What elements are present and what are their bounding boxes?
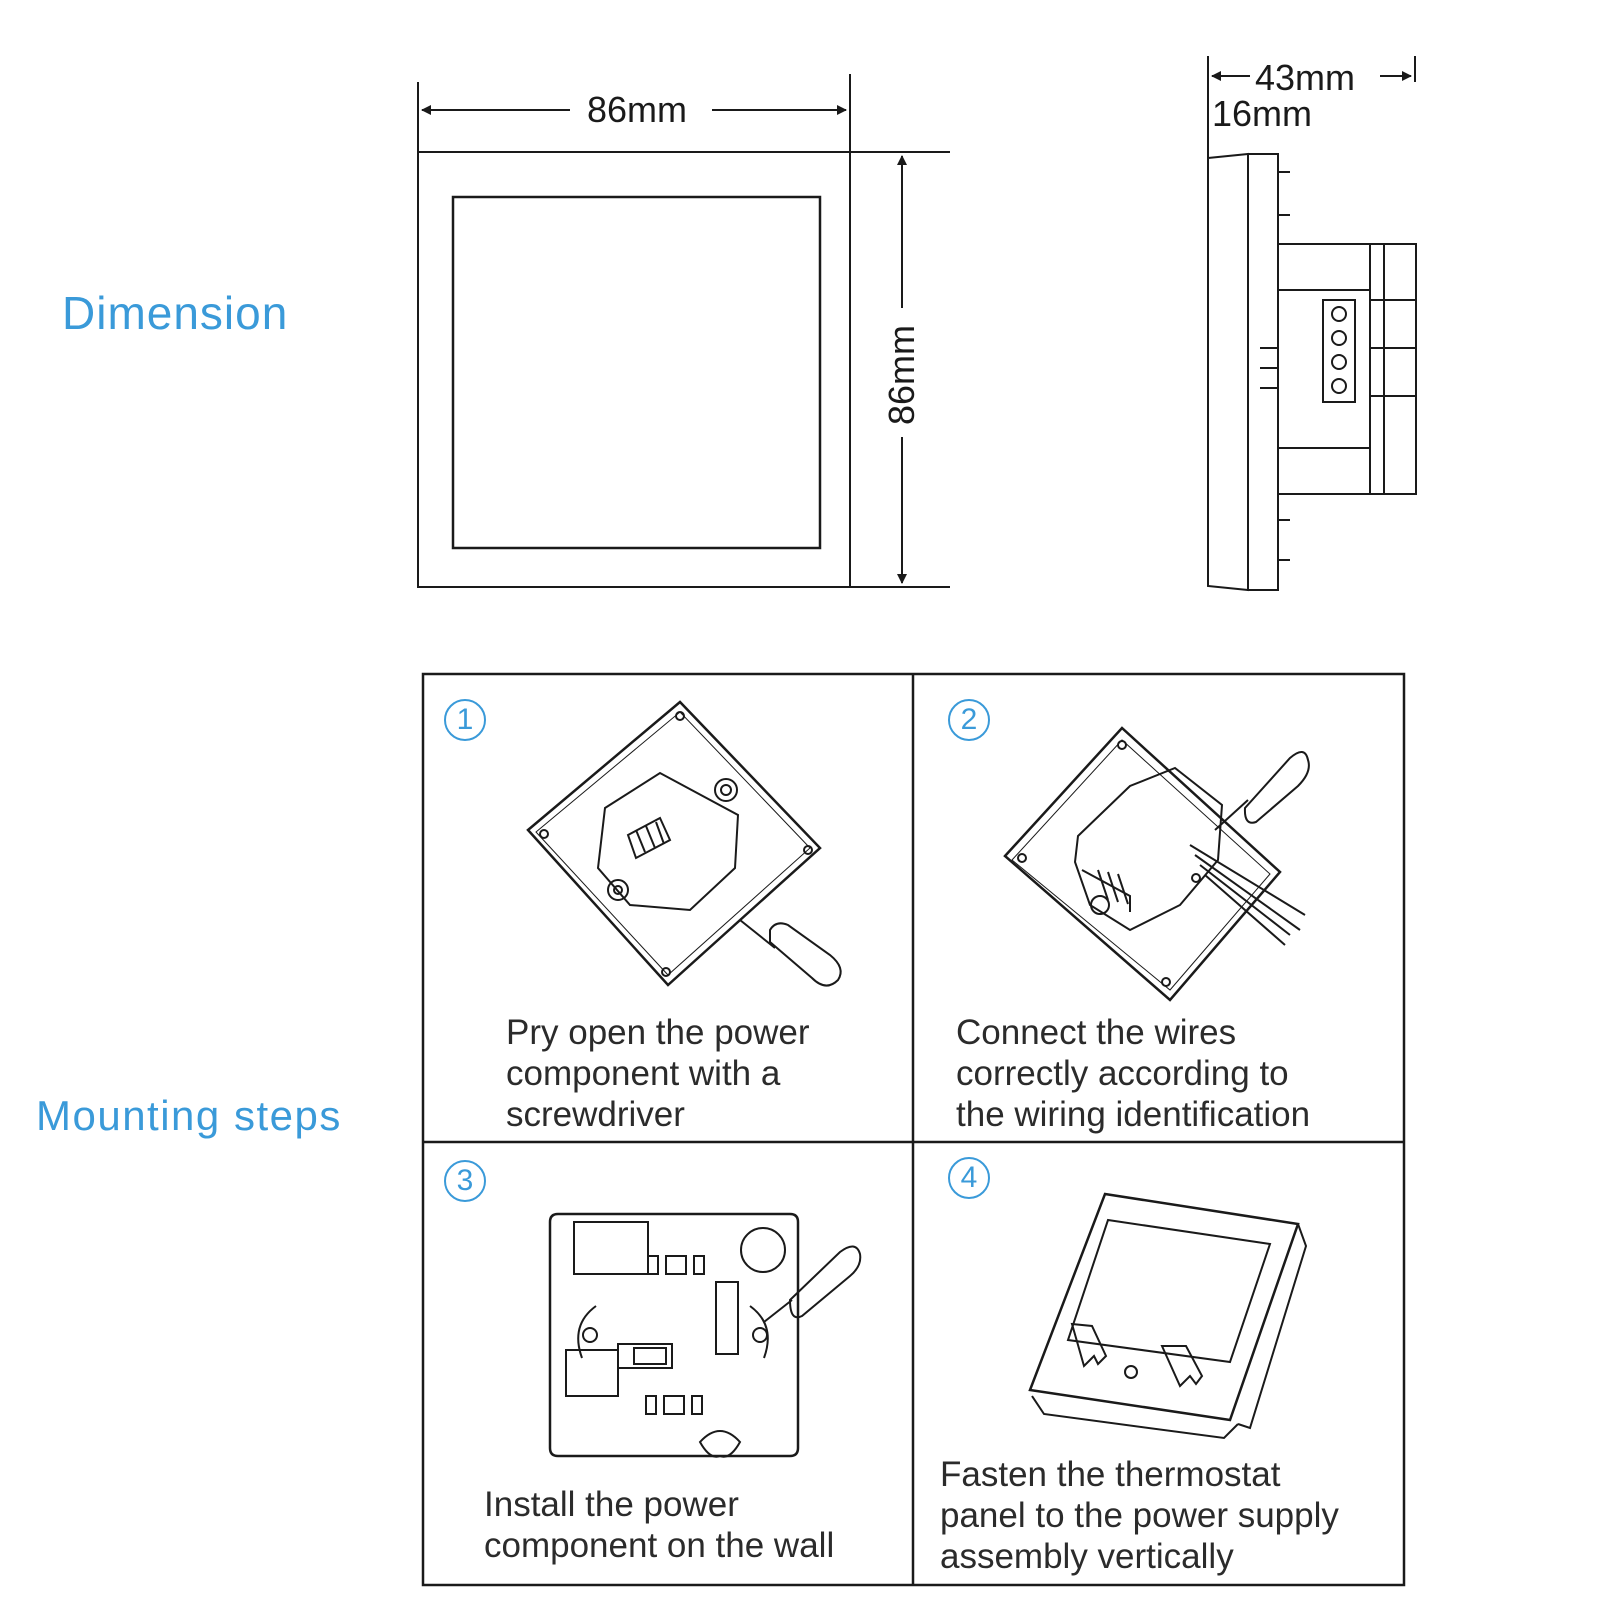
caption-line: the wiring identification xyxy=(956,1095,1311,1134)
caption-line: component on the wall xyxy=(484,1526,835,1565)
width-dimension-label: 86mm xyxy=(587,89,688,130)
step-2-number: 2 xyxy=(948,699,990,741)
caption-line: correctly according to xyxy=(956,1054,1289,1093)
step-2-illustration xyxy=(1003,726,1310,1002)
step-4-number: 4 xyxy=(948,1157,990,1199)
step-1-number: 1 xyxy=(444,699,486,741)
step-4-caption: Fasten the thermostat panel to the power… xyxy=(940,1454,1339,1577)
step-2-caption: Connect the wires correctly according to… xyxy=(956,1012,1310,1135)
step-4-illustration xyxy=(1028,1192,1308,1440)
step-3-number: 3 xyxy=(444,1160,486,1202)
caption-line: Pry open the power xyxy=(506,1013,810,1052)
front-depth-label: 16mm xyxy=(1212,93,1313,134)
total-depth-label: 43mm xyxy=(1255,57,1356,98)
caption-line: component with a xyxy=(506,1054,781,1093)
front-view-outline xyxy=(417,74,950,588)
step-3-illustration xyxy=(548,1212,862,1458)
step-1-illustration xyxy=(526,700,842,987)
mounting-steps-grid xyxy=(421,672,1406,1587)
caption-line: panel to the power supply xyxy=(940,1496,1339,1535)
caption-line: Connect the wires xyxy=(956,1013,1237,1052)
step-1-caption: Pry open the power component with a scre… xyxy=(506,1012,810,1135)
dimension-section-label: Dimension xyxy=(62,287,289,339)
caption-line: screwdriver xyxy=(506,1095,685,1134)
caption-line: Fasten the thermostat xyxy=(940,1455,1281,1494)
height-dimension-label: 86mm xyxy=(881,324,922,425)
mounting-steps-section-label: Mounting steps xyxy=(36,1092,342,1139)
step-3-caption: Install the power component on the wall xyxy=(484,1484,834,1566)
side-view-outline xyxy=(1207,56,1417,592)
caption-line: Install the power xyxy=(484,1485,739,1524)
caption-line: assembly vertically xyxy=(940,1537,1234,1576)
